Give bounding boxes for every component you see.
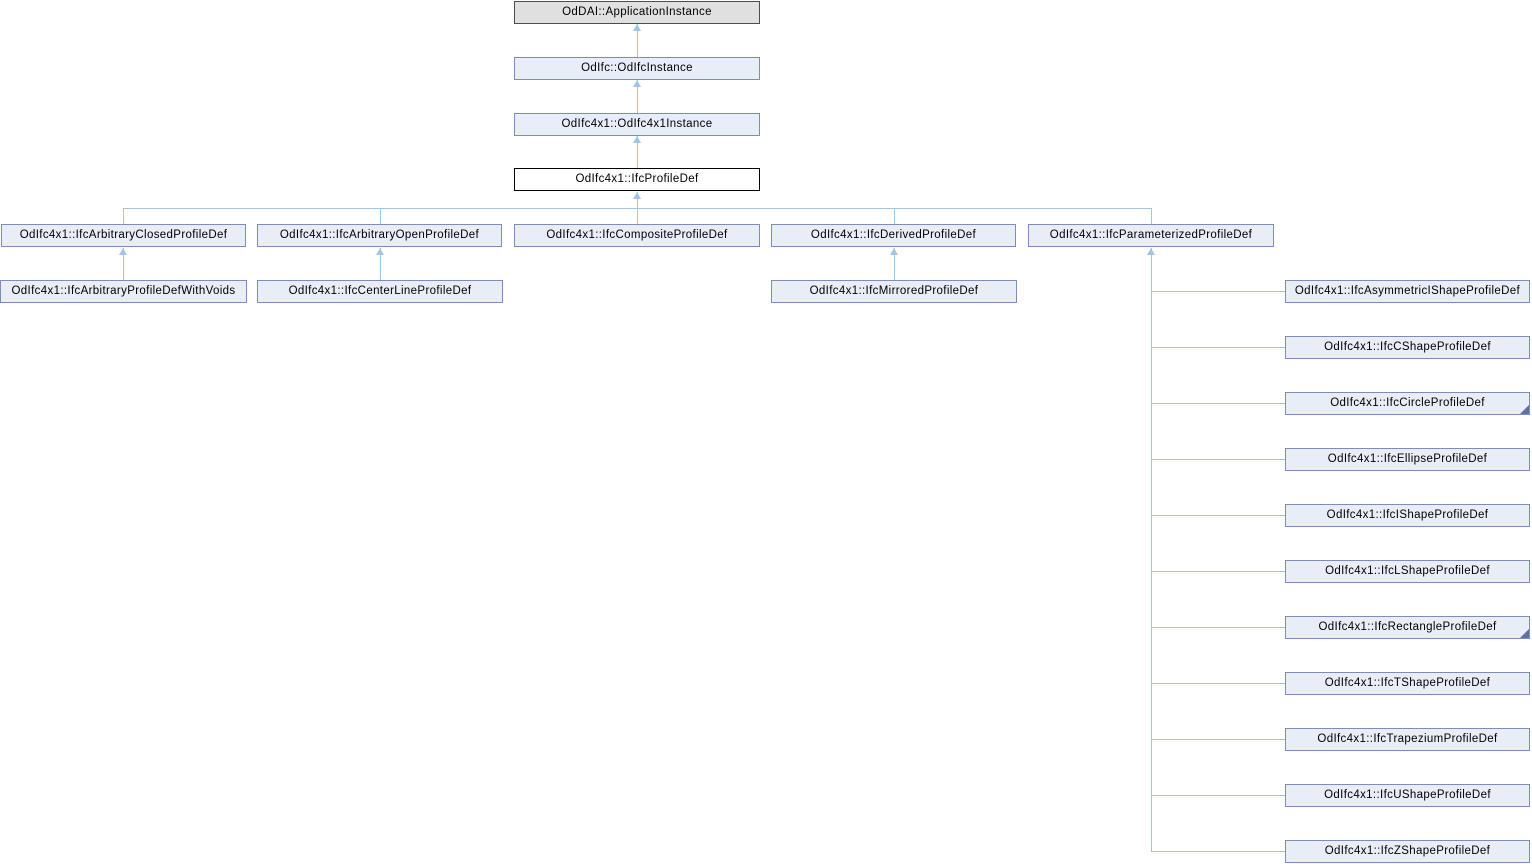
inheritance-edge <box>1151 851 1285 852</box>
inheritance-edge <box>1151 403 1285 404</box>
class-label: OdIfc4x1::IfcArbitraryProfileDefWithVoid… <box>11 285 236 297</box>
class-node-ifcrectangleprofiledef[interactable]: OdIfc4x1::IfcRectangleProfileDef <box>1285 616 1530 639</box>
class-node-ifcarbitraryclosedprofiledef[interactable]: OdIfc4x1::IfcArbitraryClosedProfileDef <box>1 224 246 247</box>
arrowhead-up-icon <box>633 80 641 87</box>
class-node-ifccenterlineprofiledef[interactable]: OdIfc4x1::IfcCenterLineProfileDef <box>257 280 503 303</box>
inheritance-edge-trunk <box>1151 248 1152 852</box>
class-node-ifctrapeziumprofiledef[interactable]: OdIfc4x1::IfcTrapeziumProfileDef <box>1285 728 1530 751</box>
class-node-ifcprofiledef-current: OdIfc4x1::IfcProfileDef <box>514 168 760 191</box>
inheritance-edge <box>1151 683 1285 684</box>
class-label: OdIfc4x1::IfcIShapeProfileDef <box>1326 509 1489 521</box>
inheritance-edge-bus <box>123 208 1151 209</box>
class-label: OdIfc4x1::IfcCircleProfileDef <box>1330 397 1485 409</box>
class-node-ifcarbitraryopenprofiledef[interactable]: OdIfc4x1::IfcArbitraryOpenProfileDef <box>257 224 502 247</box>
class-node-ifcasymmetricishapeprofiledef[interactable]: OdIfc4x1::IfcAsymmetricIShapeProfileDef <box>1285 280 1530 303</box>
class-node-ifcishapeprofiledef[interactable]: OdIfc4x1::IfcIShapeProfileDef <box>1285 504 1530 527</box>
class-label: OdIfc4x1::IfcCenterLineProfileDef <box>288 285 472 297</box>
truncated-subclasses-marker-icon <box>1520 629 1529 638</box>
inheritance-edge <box>1151 515 1285 516</box>
class-node-ifcderivedprofiledef[interactable]: OdIfc4x1::IfcDerivedProfileDef <box>771 224 1016 247</box>
inheritance-edge <box>894 208 895 224</box>
class-label: OdIfc4x1::IfcRectangleProfileDef <box>1318 621 1497 633</box>
inheritance-edge <box>1151 571 1285 572</box>
class-label: OdIfc4x1::IfcArbitraryOpenProfileDef <box>279 229 480 241</box>
truncated-subclasses-marker-icon <box>1520 405 1529 414</box>
arrowhead-up-icon <box>119 248 127 255</box>
class-label: OdIfc4x1::IfcZShapeProfileDef <box>1324 845 1491 857</box>
class-label: OdIfc4x1::IfcAsymmetricIShapeProfileDef <box>1294 285 1521 297</box>
inheritance-edge <box>637 80 638 113</box>
inheritance-edge <box>1151 347 1285 348</box>
class-node-ifcmirroredprofiledef[interactable]: OdIfc4x1::IfcMirroredProfileDef <box>771 280 1017 303</box>
class-label: OdIfc4x1::IfcCompositeProfileDef <box>546 229 728 241</box>
class-label: OdIfc4x1::IfcUShapeProfileDef <box>1324 789 1491 801</box>
inheritance-edge <box>1151 459 1285 460</box>
class-node-ifclshapeprofiledef[interactable]: OdIfc4x1::IfcLShapeProfileDef <box>1285 560 1530 583</box>
inheritance-edge <box>637 24 638 57</box>
class-node-odifc-odifcinstance[interactable]: OdIfc::OdIfcInstance <box>514 57 760 80</box>
class-node-oddai-applicationinstance[interactable]: OdDAI::ApplicationInstance <box>514 1 760 24</box>
class-node-ifctshapeprofiledef[interactable]: OdIfc4x1::IfcTShapeProfileDef <box>1285 672 1530 695</box>
class-node-ifcparameterizedprofiledef[interactable]: OdIfc4x1::IfcParameterizedProfileDef <box>1028 224 1274 247</box>
class-label: OdIfc4x1::IfcTShapeProfileDef <box>1324 677 1491 689</box>
arrowhead-up-icon <box>376 248 384 255</box>
arrowhead-up-icon <box>890 248 898 255</box>
arrowhead-up-icon <box>633 24 641 31</box>
class-label: OdIfc4x1::IfcDerivedProfileDef <box>810 229 977 241</box>
arrowhead-up-icon <box>633 192 641 199</box>
inheritance-edge <box>1151 739 1285 740</box>
class-label: OdIfc4x1::IfcMirroredProfileDef <box>809 285 979 297</box>
inheritance-edge <box>1151 291 1285 292</box>
inheritance-edge <box>1151 627 1285 628</box>
inheritance-edge <box>894 248 895 280</box>
class-node-odifc4x1-odifc4x1instance[interactable]: OdIfc4x1::OdIfc4x1Instance <box>514 113 760 136</box>
class-node-ifcushapeprofiledef[interactable]: OdIfc4x1::IfcUShapeProfileDef <box>1285 784 1530 807</box>
class-label: OdIfc::OdIfcInstance <box>581 62 693 74</box>
inheritance-edge <box>123 208 124 224</box>
class-label: OdIfc4x1::IfcProfileDef <box>575 173 699 185</box>
class-node-ifccompositeprofiledef[interactable]: OdIfc4x1::IfcCompositeProfileDef <box>514 224 760 247</box>
class-label: OdIfc4x1::IfcArbitraryClosedProfileDef <box>19 229 228 241</box>
inheritance-edge <box>1151 208 1152 224</box>
inheritance-edge <box>637 136 638 168</box>
arrowhead-up-icon <box>633 136 641 143</box>
arrowhead-up-icon <box>1147 248 1155 255</box>
inheritance-edge <box>380 208 381 224</box>
class-node-ifcellipseprofiledef[interactable]: OdIfc4x1::IfcEllipseProfileDef <box>1285 448 1530 471</box>
class-node-ifccshapeprofiledef[interactable]: OdIfc4x1::IfcCShapeProfileDef <box>1285 336 1530 359</box>
class-label: OdIfc4x1::IfcCShapeProfileDef <box>1324 341 1491 353</box>
class-node-ifczshapeprofiledef[interactable]: OdIfc4x1::IfcZShapeProfileDef <box>1285 840 1530 863</box>
class-label: OdIfc4x1::IfcEllipseProfileDef <box>1327 453 1488 465</box>
class-label: OdIfc4x1::IfcParameterizedProfileDef <box>1049 229 1253 241</box>
inheritance-edge <box>123 248 124 280</box>
class-node-ifccircleprofiledef[interactable]: OdIfc4x1::IfcCircleProfileDef <box>1285 392 1530 415</box>
class-label: OdIfc4x1::OdIfc4x1Instance <box>561 118 713 130</box>
class-label: OdIfc4x1::IfcLShapeProfileDef <box>1325 565 1490 577</box>
inheritance-edge <box>380 248 381 280</box>
class-node-ifcarbitraryprofiledefwithvoids[interactable]: OdIfc4x1::IfcArbitraryProfileDefWithVoid… <box>0 280 247 303</box>
inheritance-edge <box>1151 795 1285 796</box>
class-label: OdIfc4x1::IfcTrapeziumProfileDef <box>1317 733 1498 745</box>
class-label: OdDAI::ApplicationInstance <box>562 6 712 18</box>
